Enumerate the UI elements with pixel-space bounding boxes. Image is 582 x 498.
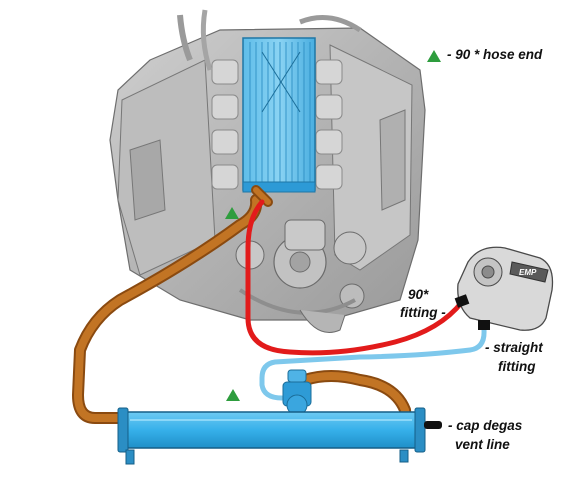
red-line: [245, 199, 465, 356]
degas-cap: [424, 421, 442, 429]
intercooler-brick: [242, 37, 316, 193]
emp-pump: EMP: [454, 246, 554, 331]
fitting-90-label-line2: fitting -: [400, 305, 446, 320]
legend-text: - 90 * hose end: [447, 47, 543, 62]
straight-fitting-label-line1: - straight: [485, 340, 543, 355]
cap-degas-label-line1: - cap degas: [448, 418, 523, 433]
straight-fitting-label-line2: fitting: [498, 359, 536, 374]
coolant-hose: [72, 185, 412, 426]
hose-end-marker-icon-bottom: [226, 389, 240, 401]
heat-exchanger: [117, 407, 442, 465]
legend-marker-icon: [427, 50, 441, 62]
fitting-90-label-line1: 90*: [408, 287, 429, 302]
cap-degas-label-line2: vent line: [455, 437, 510, 452]
hose-end-marker-icon-top: [225, 207, 239, 219]
emp-logo-text: EMP: [519, 268, 537, 277]
circulation-pump: [282, 369, 312, 416]
blue-line: [259, 327, 487, 401]
